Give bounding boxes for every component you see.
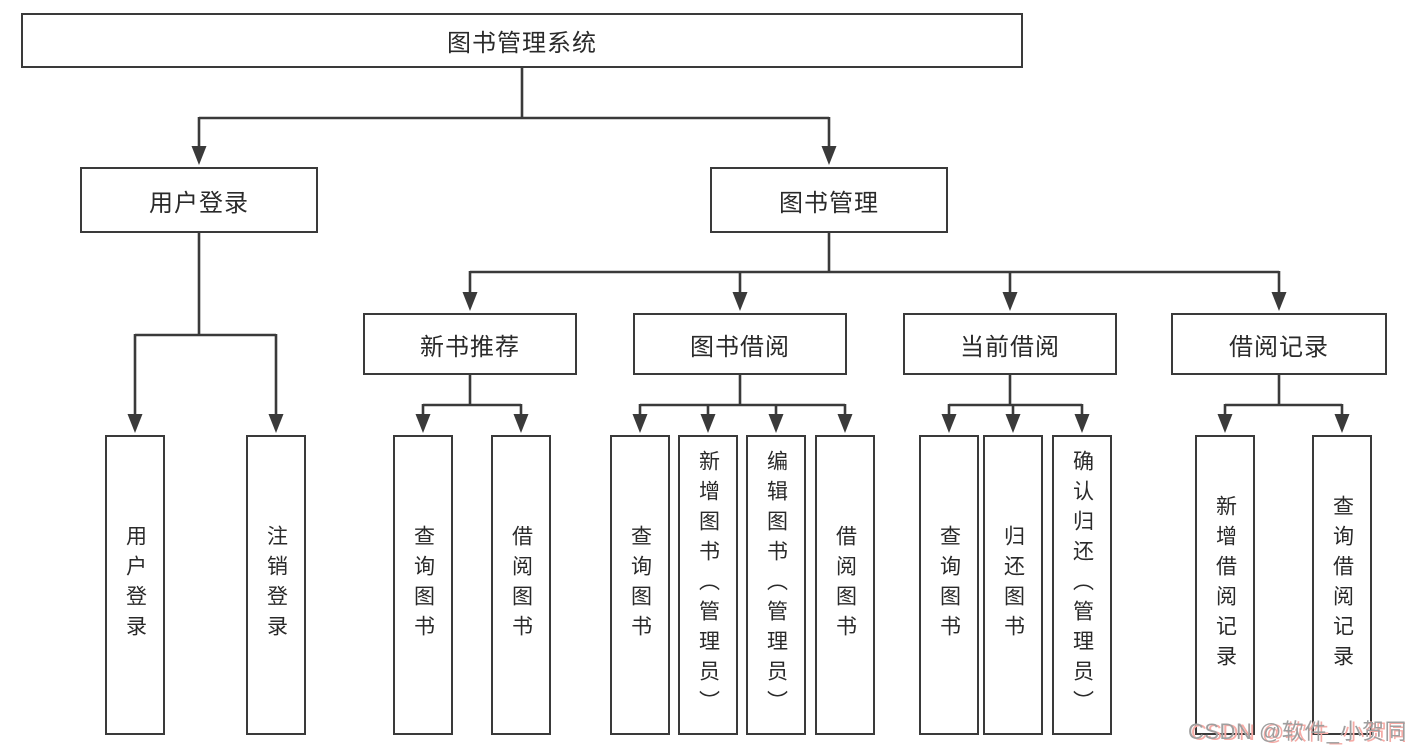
connector-lines xyxy=(133,68,1344,418)
arrowhead xyxy=(1271,292,1287,311)
node-label: 用户登录 xyxy=(149,189,249,217)
node-label: 新书推荐 xyxy=(420,333,520,361)
arrowhead xyxy=(1002,292,1018,311)
arrowhead xyxy=(127,414,143,433)
leaf-recommend-query-books: 查询图书 xyxy=(393,435,453,735)
node-label: 借阅图书 xyxy=(509,525,533,645)
arrowhead xyxy=(415,414,431,433)
node-label: 图书借阅 xyxy=(690,333,790,361)
arrowhead xyxy=(700,414,716,433)
node-label: 新增图书（管理员） xyxy=(696,450,720,720)
leaf-borrowing-add-books-admin: 新增图书（管理员） xyxy=(678,435,738,735)
arrowhead xyxy=(768,414,784,433)
leaf-records-query-record: 查询借阅记录 xyxy=(1312,435,1372,735)
node-label: 新增借阅记录 xyxy=(1213,495,1237,675)
arrowhead xyxy=(1074,414,1090,433)
leaf-user-login: 用户登录 xyxy=(105,435,165,735)
node-root-system: 图书管理系统 xyxy=(21,13,1023,68)
arrowhead xyxy=(1217,414,1233,433)
leaf-logout: 注销登录 xyxy=(246,435,306,735)
leaf-borrowing-query-books: 查询图书 xyxy=(610,435,670,735)
arrowhead xyxy=(1334,414,1350,433)
arrowhead xyxy=(513,414,529,433)
node-new-book-recommend: 新书推荐 xyxy=(363,313,577,375)
arrowhead xyxy=(191,146,207,165)
leaf-borrowing-edit-books-admin: 编辑图书（管理员） xyxy=(746,435,806,735)
arrowhead xyxy=(268,414,284,433)
leaf-current-return-books: 归还图书 xyxy=(983,435,1043,735)
arrowhead xyxy=(837,414,853,433)
leaf-records-add-record: 新增借阅记录 xyxy=(1195,435,1255,735)
node-current-borrowing: 当前借阅 xyxy=(903,313,1117,375)
node-label: 确认归还（管理员） xyxy=(1070,450,1094,720)
csdn-watermark: CSDN @软件_小贺同学 xyxy=(1188,719,1405,744)
arrowhead xyxy=(732,292,748,311)
arrowhead xyxy=(1005,414,1021,433)
node-label: 用户登录 xyxy=(123,525,147,645)
node-borrowing-records: 借阅记录 xyxy=(1171,313,1387,375)
node-book-management: 图书管理 xyxy=(710,167,948,233)
node-label: 归还图书 xyxy=(1001,525,1025,645)
leaf-recommend-borrow-books: 借阅图书 xyxy=(491,435,551,735)
arrowhead xyxy=(632,414,648,433)
arrowhead xyxy=(941,414,957,433)
node-book-borrowing: 图书借阅 xyxy=(633,313,847,375)
node-label: 借阅图书 xyxy=(833,525,857,645)
node-label: 查询图书 xyxy=(411,525,435,645)
node-label: 查询图书 xyxy=(937,525,961,645)
leaf-current-query-books: 查询图书 xyxy=(919,435,979,735)
leaf-current-confirm-return-admin: 确认归还（管理员） xyxy=(1052,435,1112,735)
node-label: 图书管理系统 xyxy=(447,30,597,57)
node-label: 借阅记录 xyxy=(1229,333,1329,361)
node-label: 图书管理 xyxy=(779,189,879,217)
node-label: 注销登录 xyxy=(264,525,288,645)
arrowhead xyxy=(462,292,478,311)
arrowheads xyxy=(127,146,1350,433)
leaf-borrowing-borrow-books: 借阅图书 xyxy=(815,435,875,735)
arrowhead xyxy=(821,146,837,165)
node-label: 编辑图书（管理员） xyxy=(764,450,788,720)
node-label: 查询图书 xyxy=(628,525,652,645)
node-user-login: 用户登录 xyxy=(80,167,318,233)
node-label: 当前借阅 xyxy=(960,333,1060,361)
node-label: 查询借阅记录 xyxy=(1330,495,1354,675)
